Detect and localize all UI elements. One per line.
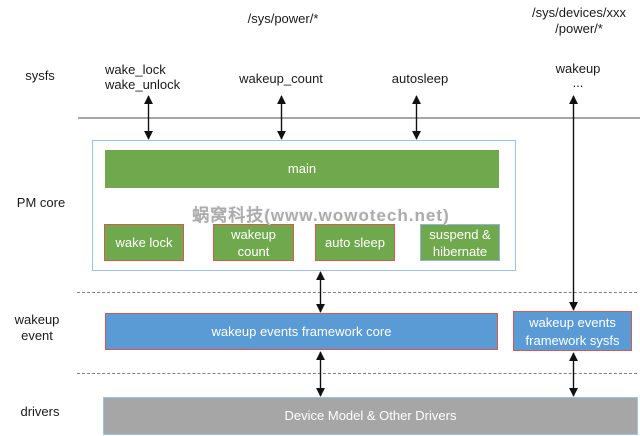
row-label-sysfs: sysfs (25, 68, 55, 83)
pm-core-auto-sleep-box: auto sleep (315, 224, 395, 261)
row-label-pm-core: PM core (16, 195, 66, 210)
label-autosleep: autosleep (391, 71, 449, 86)
wakeup-events-framework-sysfs-box: wakeup events framework sysfs (513, 311, 632, 351)
label-wakeup-count: wakeup_count (239, 71, 323, 86)
wakeup-events-framework-core-box: wakeup events framework core (105, 313, 498, 350)
pm-core-wake-lock-box: wake lock (104, 224, 184, 261)
label-wake-lock-unlock: wake_lock wake_unlock (105, 62, 181, 92)
header-sys-devices-path: /sys/devices/xxx /power/* (532, 5, 626, 36)
dashed-separator-upper (77, 292, 637, 293)
pm-core-wakeup-count-box: wakeup count (213, 224, 294, 261)
pm-core-main-box: main (105, 150, 499, 188)
pm-core-suspend-hibernate-box: suspend & hibernate (420, 224, 500, 261)
device-model-drivers-box: Device Model & Other Drivers (103, 397, 638, 435)
row-label-drivers: drivers (20, 404, 60, 419)
header-sys-power-path: /sys/power/* (247, 11, 319, 26)
label-wakeup: wakeup ... (555, 61, 601, 90)
row-label-wakeup-event: wakeup event (14, 312, 60, 343)
sysfs-separator-line (78, 117, 640, 119)
dashed-separator-lower (77, 373, 637, 374)
